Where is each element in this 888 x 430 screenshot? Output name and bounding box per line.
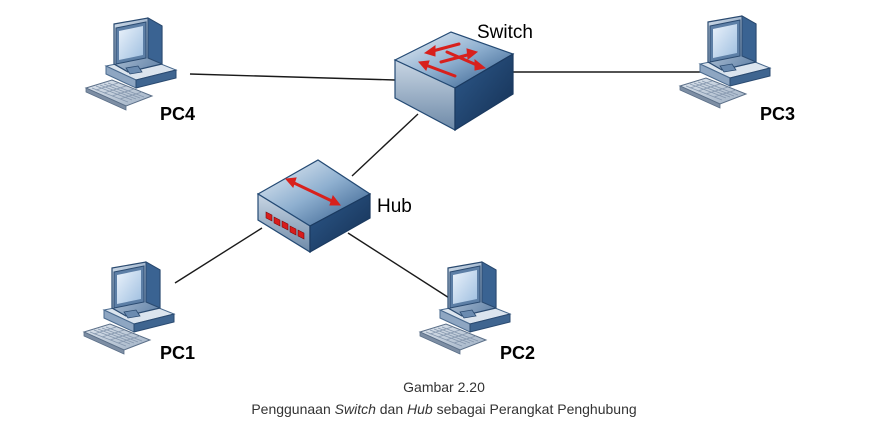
hub-icon	[256, 159, 372, 254]
pc3-label: PC3	[760, 104, 796, 124]
link-switch-hub	[351, 113, 419, 177]
switch-icon	[393, 31, 515, 132]
figure-number: Gambar 2.20	[403, 379, 485, 395]
switch-label: Switch	[477, 22, 533, 43]
link-pc4-switch	[189, 73, 396, 81]
pc3-computer-icon	[679, 15, 771, 109]
link-hub-pc2	[347, 232, 458, 304]
pc4-computer-icon	[85, 17, 177, 111]
hub-label: Hub	[377, 196, 412, 217]
pc2-label: PC2	[500, 343, 536, 363]
figure-description: Penggunaan Switch dan Hub sebagai Perang…	[251, 401, 637, 417]
figure-caption: Gambar 2.20 Penggunaan Switch dan Hub se…	[0, 376, 888, 420]
pc2-computer-icon	[419, 261, 511, 355]
pc1-label: PC1	[160, 343, 196, 363]
pc1-computer-icon	[83, 261, 175, 355]
pc4-label: PC4	[160, 104, 196, 124]
link-hub-pc1	[174, 227, 263, 284]
